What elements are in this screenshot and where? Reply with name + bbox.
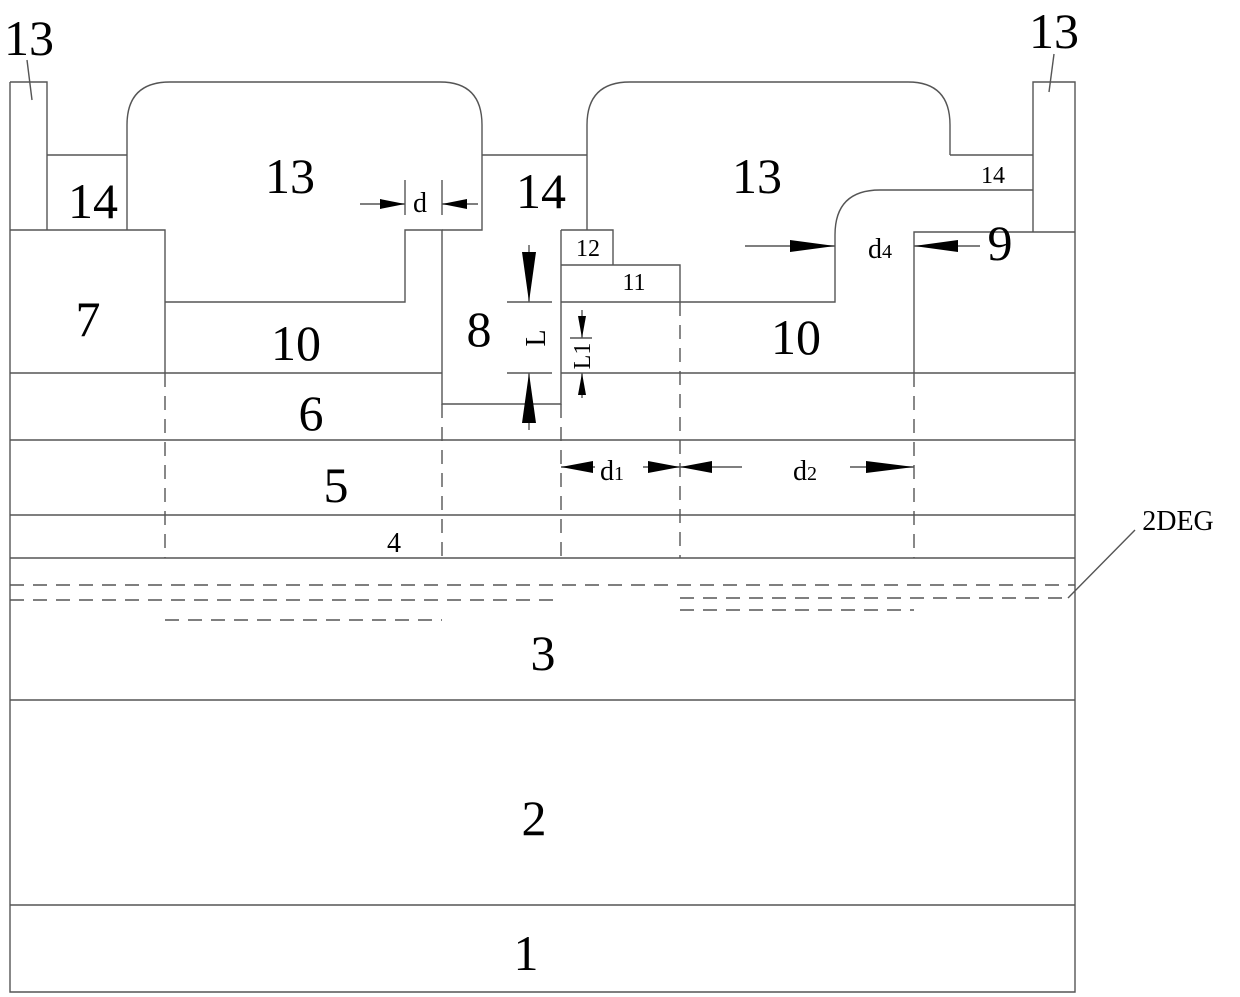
dim-d2: d2 (793, 456, 817, 487)
label-13-left-electrode: 13 (4, 10, 54, 66)
label-8: 8 (467, 301, 492, 357)
dim-d1: d1 (600, 456, 624, 487)
label-4: 4 (387, 528, 401, 559)
label-1: 1 (514, 925, 539, 981)
label-6: 6 (299, 385, 324, 441)
label-14-middle: 14 (516, 163, 566, 219)
label-12: 12 (576, 236, 600, 262)
dim-d: d (413, 188, 427, 219)
label-13-gate-1: 13 (265, 148, 315, 204)
label-3: 3 (531, 625, 556, 681)
label-2: 2 (522, 790, 547, 846)
label-9: 9 (988, 215, 1013, 271)
label-14-right: 14 (981, 163, 1005, 189)
label-13-right-electrode: 13 (1029, 3, 1079, 59)
label-10-right: 10 (771, 309, 821, 365)
dim-L1: L1 (570, 343, 596, 370)
dim-L: L (521, 329, 552, 346)
label-7: 7 (76, 291, 101, 347)
structure-lines (9, 81, 1136, 993)
dim-d4: d4 (868, 234, 892, 265)
label-2deg: 2DEG (1142, 506, 1214, 537)
labels: 13 13 13 13 14 14 14 7 10 10 8 12 11 9 6… (4, 3, 1214, 981)
label-13-gate-2: 13 (732, 148, 782, 204)
label-10-left: 10 (271, 315, 321, 371)
dimension-arrows (360, 180, 980, 473)
label-11: 11 (622, 270, 645, 296)
label-5: 5 (324, 457, 349, 513)
label-14-left: 14 (68, 173, 118, 229)
